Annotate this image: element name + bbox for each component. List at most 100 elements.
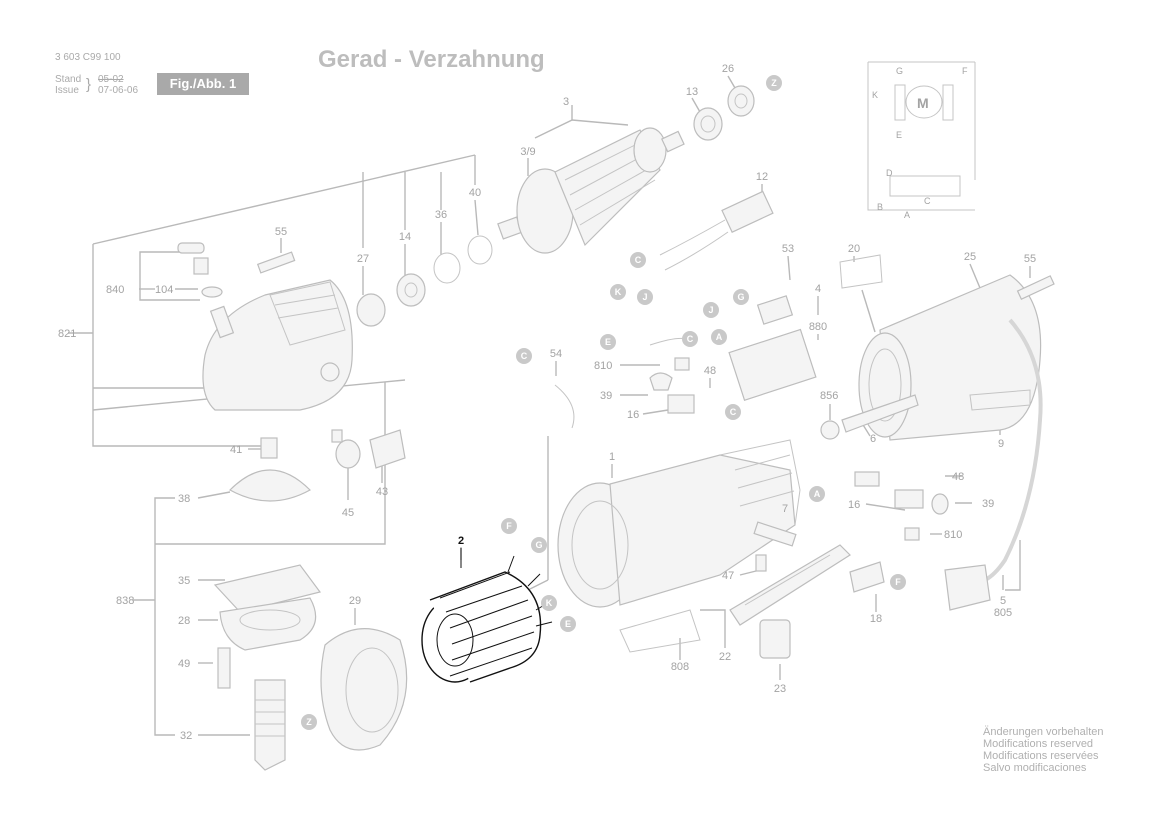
marker-z-icon: Z xyxy=(766,75,782,91)
part-label: 49 xyxy=(178,658,190,670)
small-parts-840-104-55 xyxy=(177,235,493,327)
motor-housing-1 xyxy=(557,439,801,608)
part-label: 43 xyxy=(376,486,388,498)
part-label: 54 xyxy=(550,348,562,360)
footer-note-en: Modifications reserved xyxy=(983,738,1094,750)
marker-e-icon: E xyxy=(560,616,576,632)
part-label: 25 xyxy=(964,251,976,263)
part-numbers: 3 3/9 13 26 12 821 840 104 55 27 14 36 4… xyxy=(58,63,1036,742)
svg-text:C: C xyxy=(521,351,528,361)
marker-e-icon: E xyxy=(600,334,616,350)
part-label: 40 xyxy=(469,187,481,199)
svg-text:C: C xyxy=(635,255,642,265)
part-label: 48 xyxy=(704,365,716,377)
spindle-gear-stack xyxy=(213,429,406,771)
doc-number: 3 603 C99 100 xyxy=(55,52,121,63)
part-label: 810 xyxy=(944,529,962,541)
connection-markers: Z Z C C C C K K J J G G E E A A F F xyxy=(301,75,906,730)
bracket-glyph: } xyxy=(86,76,92,93)
part-label: 35 xyxy=(178,575,190,587)
svg-text:F: F xyxy=(895,577,901,587)
svg-text:K: K xyxy=(615,287,622,297)
part-label: 880 xyxy=(809,321,827,333)
part-label: 810 xyxy=(594,360,612,372)
part-label: 856 xyxy=(820,390,838,402)
part-label: 805 xyxy=(994,607,1012,619)
part-label: 104 xyxy=(155,284,173,296)
part-label: 38 xyxy=(178,493,190,505)
guard-29 xyxy=(320,628,408,751)
bearings-13-26 xyxy=(693,85,755,141)
part-label: 3/9 xyxy=(520,146,535,158)
svg-text:C: C xyxy=(730,407,737,417)
part-label: 48 xyxy=(952,471,964,483)
svg-text:Z: Z xyxy=(306,717,312,727)
marker-f-icon: F xyxy=(501,518,517,534)
part-label: 14 xyxy=(399,231,411,243)
svg-text:E: E xyxy=(565,619,571,629)
part-label: 27 xyxy=(357,253,369,265)
footer-note-es: Salvo modificaciones xyxy=(983,762,1087,774)
marker-c-icon: C xyxy=(516,348,532,364)
svg-text:J: J xyxy=(708,305,713,315)
stand-label: Stand xyxy=(55,74,82,85)
schematic-terminal-k: K xyxy=(872,90,878,100)
part-label: 13 xyxy=(686,86,698,98)
page-title: Gerad - Verzahnung xyxy=(318,46,545,73)
marker-g-icon: G xyxy=(733,289,749,305)
part-label: 55 xyxy=(1024,253,1036,265)
schematic-terminal-a: A xyxy=(904,210,910,220)
issue-label: Issue xyxy=(55,85,79,96)
footer-notes: Änderungen vorbehalten Modifications res… xyxy=(983,726,1103,774)
schematic-terminal-b: B xyxy=(877,202,883,212)
field-stator-highlighted xyxy=(421,548,553,683)
part-label: 821 xyxy=(58,328,76,340)
part-label: 12 xyxy=(756,171,768,183)
svg-text:A: A xyxy=(814,489,821,499)
part-label: 23 xyxy=(774,683,786,695)
schematic-terminal-d: D xyxy=(886,168,893,178)
marker-k-icon: K xyxy=(610,284,626,300)
svg-text:Z: Z xyxy=(771,78,777,88)
figure-badge: Fig./Abb. 1 xyxy=(157,73,249,95)
marker-a-icon: A xyxy=(711,329,727,345)
svg-text:C: C xyxy=(687,334,694,344)
part-label: 29 xyxy=(349,595,361,607)
part-label: 47 xyxy=(722,570,734,582)
svg-text:F: F xyxy=(506,521,512,531)
gear-housing xyxy=(202,279,353,411)
svg-text:E: E xyxy=(605,337,611,347)
part-label: 39 xyxy=(600,390,612,402)
schematic-terminal-g: G xyxy=(896,66,903,76)
svg-text:G: G xyxy=(737,292,744,302)
svg-text:A: A xyxy=(716,332,723,342)
part-label: 18 xyxy=(870,613,882,625)
marker-j-icon: J xyxy=(637,289,653,305)
svg-text:K: K xyxy=(546,598,553,608)
part-label: 26 xyxy=(722,63,734,75)
part-label: 1 xyxy=(609,451,615,463)
part-label: 53 xyxy=(782,243,794,255)
part-label: 28 xyxy=(178,615,190,627)
part-label-highlighted: 2 xyxy=(458,535,464,547)
marker-c-icon: C xyxy=(630,252,646,268)
marker-c-icon: C xyxy=(725,404,741,420)
part-label: 55 xyxy=(275,226,287,238)
part-label: 6 xyxy=(870,433,876,445)
issue-date: 07-06-06 xyxy=(98,85,139,96)
part-label: 808 xyxy=(671,661,689,673)
part-label: 45 xyxy=(342,507,354,519)
part-label: 16 xyxy=(848,499,860,511)
part-label: 5 xyxy=(1000,595,1006,607)
marker-k-icon: K xyxy=(541,595,557,611)
marker-a-icon: A xyxy=(809,486,825,502)
part-label: 22 xyxy=(719,651,731,663)
part-label: 4 xyxy=(815,283,821,295)
stand-date: 05-02 xyxy=(98,74,124,85)
part-label: 9 xyxy=(998,438,1004,450)
marker-j-icon: J xyxy=(703,302,719,318)
part-label: 41 xyxy=(230,444,242,456)
part-label: 39 xyxy=(982,498,994,510)
footer-note-fr: Modifications reservées xyxy=(983,750,1099,762)
